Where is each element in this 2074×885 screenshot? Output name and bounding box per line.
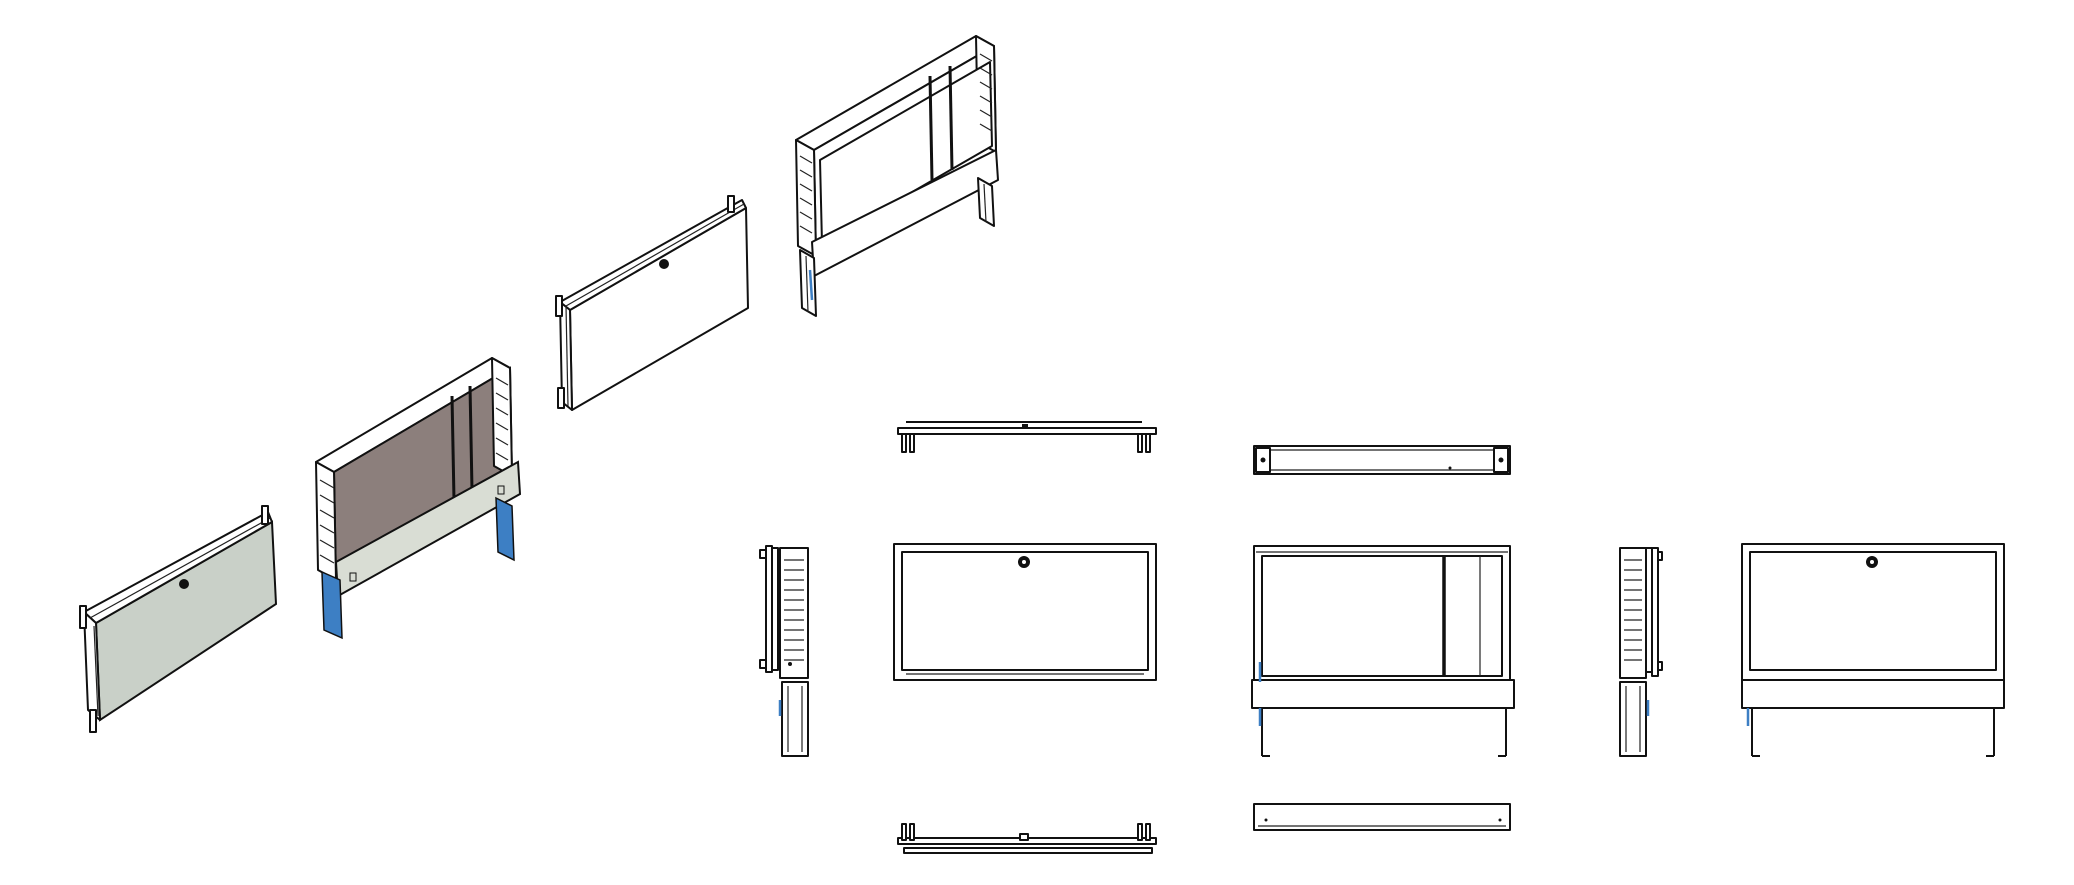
- box-bottom-view: [1253, 803, 1511, 831]
- isometric-cover-outline: [555, 195, 749, 411]
- cover-bottom-view: [897, 823, 1157, 854]
- box-right-side-view: [1619, 547, 1663, 757]
- cover-top-view: [897, 421, 1157, 453]
- box-left-side-view: [778, 547, 809, 757]
- assembly-front-view: [1741, 543, 2005, 757]
- isometric-box-shaded: [315, 357, 522, 640]
- cover-front-view: [893, 543, 1157, 681]
- box-top-view: [1253, 445, 1511, 475]
- box-front-view: [1251, 545, 1515, 757]
- isometric-box-outline: [795, 35, 999, 317]
- cover-left-side-view: [759, 545, 779, 673]
- isometric-cover-shaded: [79, 505, 278, 733]
